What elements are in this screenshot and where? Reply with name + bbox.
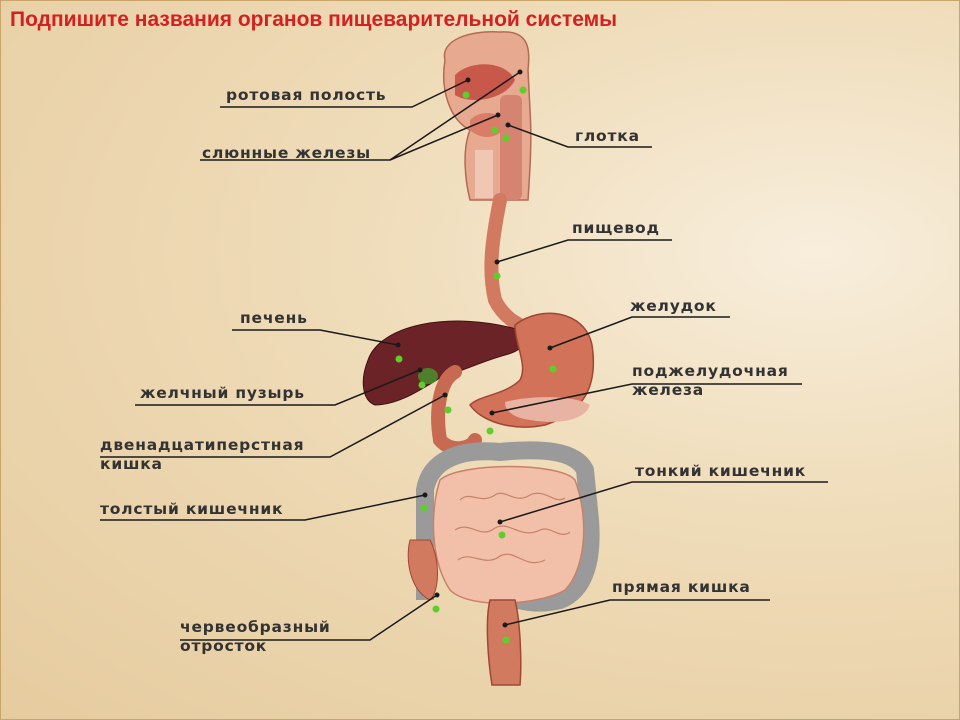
label-pharynx: глотка xyxy=(575,127,640,145)
page-title: Подпишите названия органов пищеварительн… xyxy=(10,8,618,31)
label-gallbladder: желчный пузырь xyxy=(140,384,305,402)
label-duodenum-line1: двенадцатиперстная xyxy=(100,436,305,454)
label-appendix: червеобразный отросток xyxy=(180,618,331,656)
cecum-shape xyxy=(407,539,438,601)
label-liver: печень xyxy=(240,309,308,327)
small-intestine-shape xyxy=(432,465,585,604)
leader-lines xyxy=(100,71,828,641)
label-appendix-line2: отросток xyxy=(180,637,268,655)
label-pancreas: поджелудочная железа xyxy=(632,362,789,400)
label-esophagus: пищевод xyxy=(572,219,660,237)
pancreas-shape xyxy=(505,397,590,422)
liver-shape xyxy=(362,320,526,406)
label-salivary-glands: слюнные железы xyxy=(202,144,371,162)
label-appendix-line1: червеобразный xyxy=(180,618,331,636)
label-large-intestine: толстый кишечник xyxy=(100,500,284,518)
label-rectum: прямая кишка xyxy=(612,578,751,596)
head-section xyxy=(443,31,532,201)
label-pancreas-line1: поджелудочная xyxy=(632,362,789,380)
gallbladder-shape xyxy=(418,368,438,384)
label-small-intestine: тонкий кишечник xyxy=(635,462,807,480)
green-markers xyxy=(395,86,557,644)
label-mouth: ротовая полость xyxy=(226,86,387,104)
duodenum-shape xyxy=(431,365,482,456)
label-stomach: желудок xyxy=(630,297,717,315)
large-intestine-shape xyxy=(416,441,600,612)
pointer-dots xyxy=(395,69,553,628)
label-duodenum: двенадцатиперстная кишка xyxy=(100,436,304,474)
label-pancreas-line2: железа xyxy=(632,381,705,399)
esophagus-shape xyxy=(484,193,537,337)
label-duodenum-line2: кишка xyxy=(100,455,163,473)
